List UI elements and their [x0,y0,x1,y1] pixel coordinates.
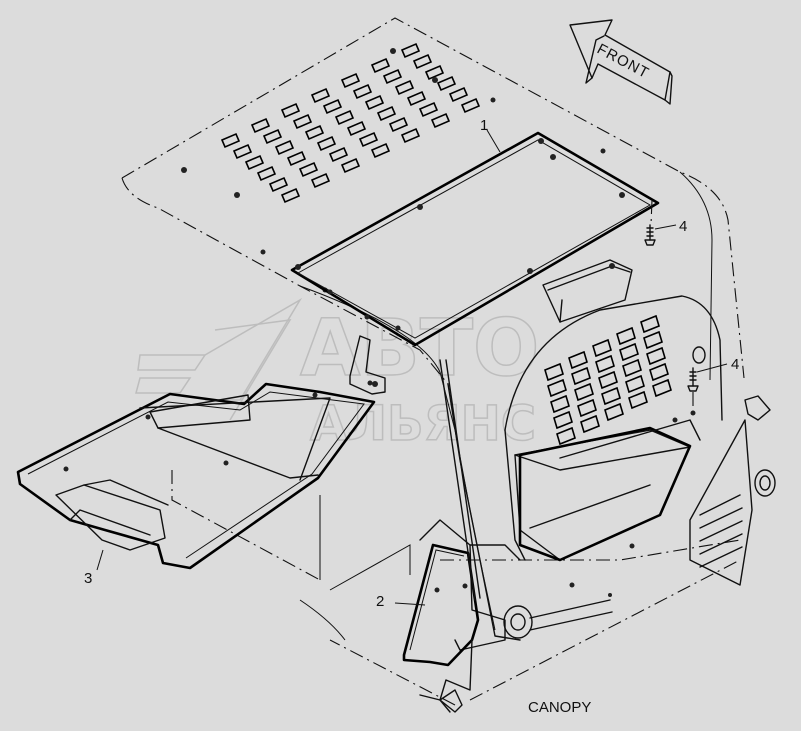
grille-slot [256,165,277,182]
grille-slot [550,394,570,414]
grille-slot [595,354,615,374]
watermark-line1: АВТО [300,304,539,394]
grille-slot [418,101,439,118]
grille-slot [592,338,612,358]
grille-slot [334,109,355,126]
grille-slot [352,83,373,100]
grille-slot [280,187,301,204]
part-3-floor-mat [16,380,376,570]
grille-slot [412,53,433,70]
roof-vent-grille [220,42,481,204]
grille-slot [298,161,319,178]
grille-slot [364,94,385,111]
grille-slot [622,358,642,378]
side-window-grille [544,314,672,446]
grille-slot [580,414,600,434]
rear-latch [744,395,776,497]
grille-slot [400,127,421,144]
callout-4-upper: 4 [679,218,687,235]
grille-slot [250,117,271,134]
callout-3: 3 [84,570,92,587]
grille-slot [556,426,576,446]
grille-slot [646,346,666,366]
grille-slot [625,374,645,394]
grille-slot [310,87,331,104]
grille-slot [340,72,361,89]
grille-slot [244,154,265,171]
grille-slot [598,370,618,390]
leader-lines [96,129,728,606]
grille-slot [382,68,403,85]
fastener-4-lower [687,346,706,410]
grille-slot [424,64,445,81]
grille-slot [628,390,648,410]
callout-2: 2 [376,593,384,610]
grille-slot [619,342,639,362]
fastener-4-upper [644,199,656,246]
roof-holes [181,48,606,293]
side-upper-bracket [542,259,633,323]
grille-slot [649,362,669,382]
watermark-logo-icon [135,297,303,421]
grille-slot [604,402,624,422]
grille-slot [286,150,307,167]
grille-slot [220,132,241,149]
grille-slot [322,98,343,115]
callout-1: 1 [480,117,488,134]
watermark-line2: АЛЬЯНС [310,396,536,452]
grille-slot [553,410,573,430]
grille-slot [400,42,421,59]
grille-slot [640,314,660,334]
grille-slot [316,135,337,152]
grille-slot [544,362,564,382]
grille-slot [346,120,367,137]
mount-bracket [349,335,386,395]
grille-slot [262,128,283,145]
watermark: АВТО АЛЬЯНС [135,297,540,453]
grille-slot [370,142,391,159]
pivot-boss [503,599,613,639]
grille-slot [652,378,672,398]
grille-slot [370,57,391,74]
grille-slot [376,105,397,122]
grille-slot [388,116,409,133]
grille-slot [577,398,597,418]
rear-vent-panel [689,419,753,586]
grille-slot [328,146,349,163]
part-1-roof-panel [290,131,660,347]
grille-slot [340,157,361,174]
part-2-side-panel [402,359,481,713]
seat-tray [514,410,701,597]
grille-slot [358,131,379,148]
grille-slot [430,112,451,129]
grille-slot [616,326,636,346]
canopy-frame [121,17,776,713]
grille-slot [310,172,331,189]
grille-slot [292,113,313,130]
grille-slot [643,330,663,350]
grille-slot [406,90,427,107]
grille-slot [304,124,325,141]
grille-slot [394,79,415,96]
grille-slot [460,97,481,114]
callout-4-lower: 4 [731,356,739,373]
grille-slot [436,75,457,92]
caption: CANOPY [528,699,591,716]
grille-slot [547,378,567,398]
grille-slot [280,102,301,119]
grille-slot [274,139,295,156]
front-direction-arrow: FRONT [569,19,673,105]
grille-slot [268,176,289,193]
grille-slot [448,86,469,103]
grille-slot [574,382,594,402]
grille-slot [568,350,588,370]
grille-slot [571,366,591,386]
grille-slot [601,386,621,406]
grille-slot [232,143,253,160]
front-label: FRONT [594,41,652,83]
